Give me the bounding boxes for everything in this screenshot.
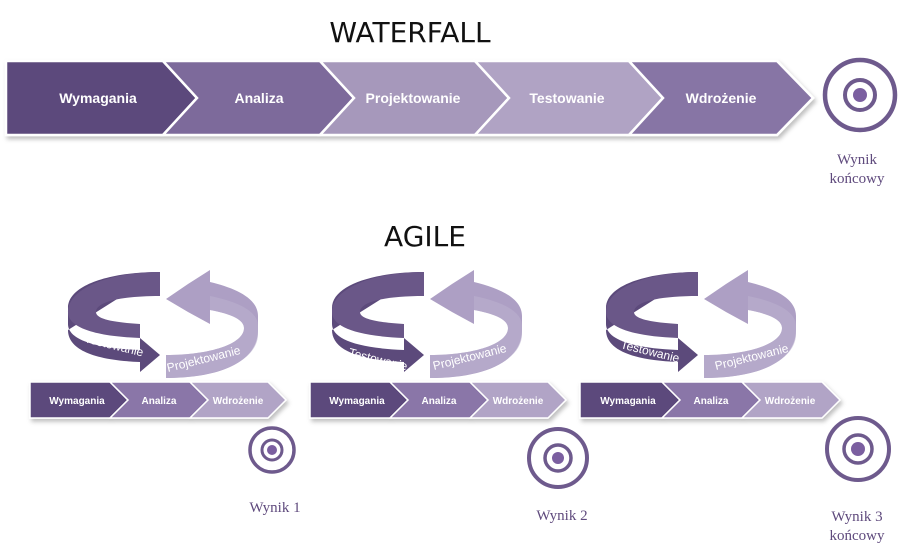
result-label-line1: Wynik 3 — [831, 509, 882, 525]
waterfall-stage-label-1: Wymagania — [59, 90, 137, 106]
iteration-cycle-arrows — [606, 270, 796, 378]
agile-title: AGILE — [384, 220, 466, 253]
iteration-cycle-arrows — [332, 270, 522, 378]
agile-iteration-2: Testowanie Projektowanie Wymagania Anali… — [309, 270, 589, 524]
waterfall-result-label-line1: Wynik — [837, 152, 877, 168]
iteration-stage-label-2: Analiza — [141, 396, 176, 407]
target-icon — [248, 426, 296, 474]
iteration-chevron-row — [309, 381, 568, 419]
waterfall-stage-label-2: Analiza — [234, 90, 283, 106]
agile-iteration-1: Testowanie Projektowanie Wymagania Anali… — [29, 270, 301, 516]
iteration-stage-label-1: Wymagania — [600, 396, 656, 407]
agile-iteration-3: Testowanie Projektowanie Wymagania Anali… — [579, 270, 891, 544]
iteration-stage-label-3: Wdrożenie — [493, 396, 544, 407]
waterfall-target-icon — [822, 57, 898, 133]
iteration-chevron-row — [29, 381, 288, 419]
cycle-label-left: Testowanie — [619, 337, 681, 365]
iteration-stage-label-3: Wdrożenie — [213, 396, 264, 407]
iteration-stage-label-1: Wymagania — [329, 396, 385, 407]
waterfall-stage-label-3: Projektowanie — [366, 90, 461, 106]
target-icon — [825, 416, 891, 482]
target-icon — [527, 427, 589, 489]
iteration-stage-label-2: Analiza — [421, 396, 456, 407]
iteration-cycle-arrows — [68, 270, 258, 378]
waterfall-stage-label-4: Testowanie — [529, 90, 604, 106]
iteration-stage-label-3: Wdrożenie — [765, 396, 816, 407]
iteration-stage-label-2: Analiza — [693, 396, 728, 407]
result-label-line1: Wynik 1 — [249, 500, 300, 516]
iteration-stage-label-1: Wymagania — [49, 396, 105, 407]
iteration-stage-wdrozenie — [188, 381, 288, 419]
iteration-chevron-row — [579, 381, 842, 419]
waterfall-stage-label-5: Wdrożenie — [686, 90, 757, 106]
iteration-stage-wdrozenie — [740, 381, 842, 419]
waterfall-result-label-line2: końcowy — [830, 171, 885, 187]
waterfall-title: WATERFALL — [329, 16, 491, 49]
result-label-line2: końcowy — [830, 528, 885, 544]
iteration-stage-wdrozenie — [468, 381, 568, 419]
waterfall-chevron-row — [4, 59, 815, 137]
waterfall-stage-wdrozenie — [626, 59, 815, 137]
result-label-line1: Wynik 2 — [536, 508, 587, 524]
